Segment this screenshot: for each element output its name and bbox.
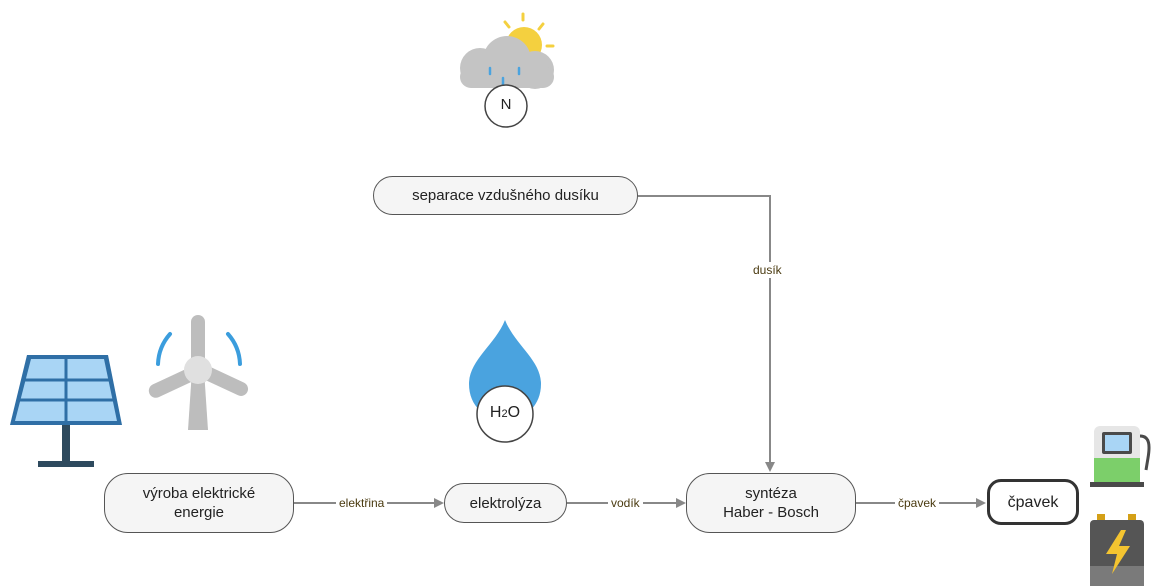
edge-label-nitrogen: dusík	[750, 262, 785, 278]
battery-icon	[1090, 514, 1144, 586]
edge-label-electricity: elektřina	[336, 495, 388, 511]
wind-turbine-icon	[148, 315, 249, 430]
node-electrolysis-label: elektrolýza	[469, 494, 542, 512]
nitrogen-badge-icon	[484, 84, 528, 128]
node-ammonia[interactable]: čpavek	[987, 479, 1079, 525]
node-power-production-line2: energie	[173, 504, 225, 521]
water-badge-o: O	[507, 404, 521, 421]
water-badge-h: H	[489, 404, 502, 421]
node-synthesis-line2: Haber - Bosch	[723, 504, 819, 521]
node-electrolysis[interactable]: elektrolýza	[444, 483, 567, 523]
node-ammonia-label: čpavek	[1007, 493, 1059, 511]
water-badge-label: H2O	[477, 404, 533, 422]
water-badge-icon	[476, 385, 534, 443]
node-power-production[interactable]: výroba elektrické energie	[104, 473, 294, 533]
edge-nitrogen	[638, 195, 775, 472]
node-synthesis-line1: syntéza	[745, 485, 797, 502]
node-nitrogen-separation[interactable]: separace vzdušného dusíku	[373, 176, 638, 215]
node-nitrogen-separation-label: separace vzdušného dusíku	[412, 187, 599, 204]
nitrogen-badge-label: N	[500, 96, 512, 113]
edge-label-hydrogen: vodík	[608, 495, 643, 511]
water-badge-subscript: 2	[501, 408, 508, 420]
edge-label-ammonia: čpavek	[895, 495, 940, 511]
node-power-production-line1: výroba elektrické	[142, 485, 256, 502]
node-haber-bosch-synthesis[interactable]: syntéza Haber - Bosch	[686, 473, 856, 533]
fuel-pump-icon	[1090, 426, 1151, 487]
solar-panel-icon	[10, 355, 122, 467]
cloud-sun-icon	[460, 12, 555, 89]
